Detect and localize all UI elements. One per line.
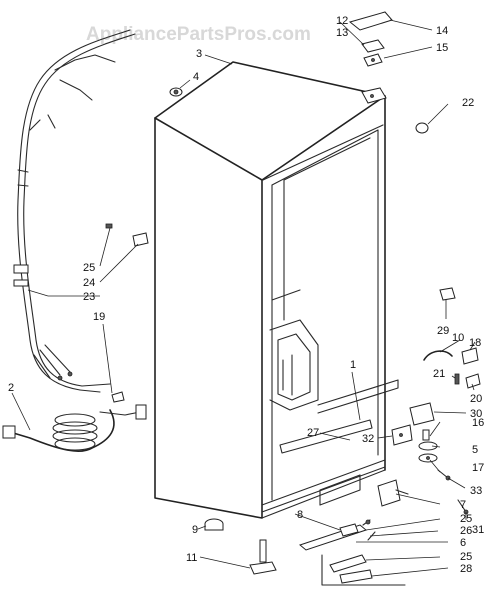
- callout-4: 4: [193, 71, 199, 83]
- callout-22: 22: [462, 97, 474, 109]
- leveling-feet: [204, 518, 277, 575]
- callout-30: 30: [470, 408, 482, 420]
- lower-linkage-8-26-6-28: [298, 519, 406, 586]
- callout-21: 21: [433, 368, 445, 380]
- callout-25-upper: 25: [83, 262, 95, 274]
- callout-7: 7: [460, 499, 466, 511]
- callout-16: 16: [472, 417, 484, 429]
- callout-15: 15: [436, 42, 448, 54]
- part-14: [348, 11, 393, 31]
- lower-hinge-7: [377, 479, 409, 507]
- part-10: [423, 350, 453, 361]
- watermark: AppliancePartsPros.com: [86, 24, 311, 45]
- plug-button-part: [169, 87, 183, 97]
- callout-labels: 1 2 3 4 5 6 7 8 9 10 11 12 13 14 15 16 1…: [8, 15, 484, 575]
- callout-24: 24: [83, 277, 95, 289]
- callout-11: 11: [186, 552, 197, 564]
- callout-12: 12: [336, 15, 348, 27]
- hinge-washer-stack: [418, 429, 438, 463]
- callout-33: 33: [470, 485, 482, 497]
- callout-29: 29: [437, 325, 449, 337]
- leader-lines: [11, 19, 476, 577]
- callout-28: 28: [460, 563, 472, 575]
- callout-31: 31: [472, 524, 484, 536]
- callout-19: 19: [93, 311, 105, 323]
- part-32: [391, 424, 413, 446]
- callout-8: 8: [297, 509, 303, 521]
- callout-2: 2: [8, 382, 14, 394]
- callout-20: 20: [470, 393, 482, 405]
- callout-23: 23: [83, 291, 95, 303]
- callout-18: 18: [469, 337, 481, 349]
- part-18-20-21: [454, 347, 481, 389]
- callout-1: 1: [350, 359, 356, 371]
- wire-harness: [2, 29, 147, 452]
- callout-25-lower: 25: [460, 551, 472, 563]
- part-30: [409, 402, 435, 426]
- callout-10: 10: [452, 332, 464, 344]
- callout-32: 32: [362, 433, 374, 445]
- callout-27: 27: [307, 427, 319, 439]
- part-12-13: [361, 39, 385, 67]
- callout-26: 26: [460, 525, 472, 537]
- callout-9: 9: [192, 524, 198, 536]
- cabinet: [154, 61, 399, 519]
- callout-17: 17: [472, 462, 484, 474]
- callout-25-mid: 25: [460, 513, 472, 525]
- callout-13: 13: [336, 27, 348, 39]
- callout-6: 6: [460, 537, 466, 549]
- part-22: [415, 122, 429, 134]
- harness-clip-part: [105, 223, 149, 247]
- callout-5: 5: [472, 444, 478, 456]
- part-29: [439, 287, 456, 301]
- callout-14: 14: [436, 25, 448, 37]
- callout-3: 3: [196, 48, 202, 60]
